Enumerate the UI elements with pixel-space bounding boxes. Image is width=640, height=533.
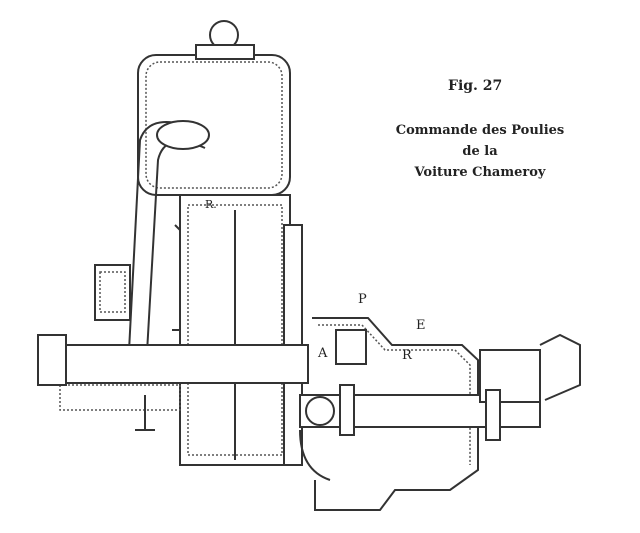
label-r: R — [402, 348, 412, 363]
cylinder-block — [172, 194, 303, 466]
caption-line-2: de la — [462, 144, 498, 159]
caption-line-3: Voiture Chameroy — [414, 165, 546, 180]
main-shaft — [37, 334, 309, 431]
exhaust-pipe — [127, 120, 210, 371]
pulley-housing — [299, 317, 581, 511]
label-p: P — [358, 292, 367, 307]
figure-number: Fig. 27 — [448, 78, 503, 94]
carburettor — [94, 264, 131, 321]
label-a: A — [318, 346, 328, 361]
label-r-top: R. — [205, 198, 217, 211]
figure-caption: Commande des Poulies de la Voiture Chame… — [382, 120, 578, 183]
label-e: E — [416, 318, 426, 333]
caption-line-1: Commande des Poulies — [395, 123, 565, 138]
cylinder-head — [137, 20, 291, 196]
